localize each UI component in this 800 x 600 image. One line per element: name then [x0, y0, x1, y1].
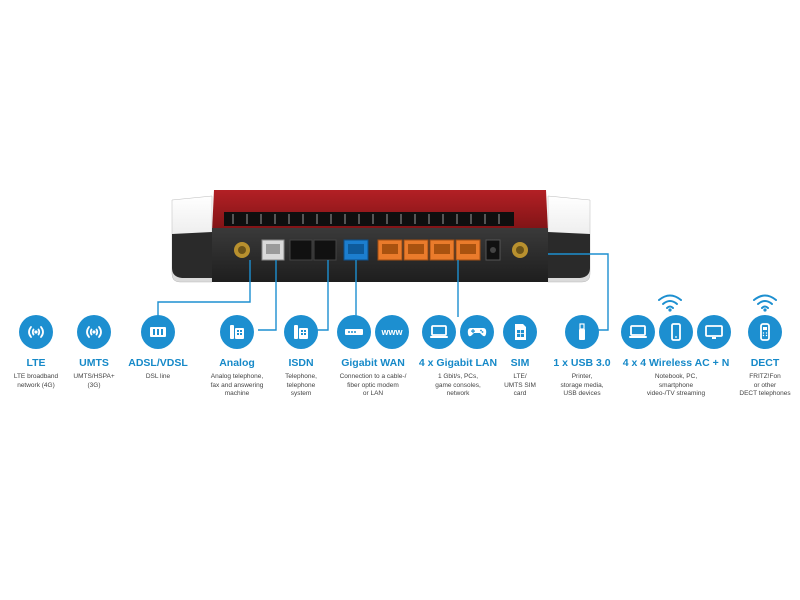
feature-analog: Analog Analog telephone, fax and answeri… [200, 315, 274, 399]
smartphone-icon [659, 315, 693, 349]
laptop-icon [422, 315, 456, 349]
feature-title: ISDN [288, 357, 314, 369]
signal-icon [77, 315, 111, 349]
wan-port [343, 239, 369, 261]
feature-sim: SIM LTE/ UMTS SIM card [498, 315, 542, 399]
feature-isdn: ISDN Telephone, telephone system [268, 315, 334, 399]
dsl-port [261, 239, 285, 261]
wifi-icon-wireless [656, 292, 684, 317]
www-icon: www [375, 315, 409, 349]
feature-wireless: 4 x 4 Wireless AC + N Notebook, PC, smar… [616, 315, 736, 399]
feature-description: Connection to a cable-/ fiber optic mode… [339, 373, 407, 397]
gamepad-icon [460, 315, 494, 349]
feature-title: SIM [510, 357, 530, 369]
feature-description: Printer, storage media, USB devices [560, 373, 604, 397]
router-body [171, 190, 591, 283]
feature-dsl: ADSL/VDSL DSL line [116, 315, 200, 382]
feature-description: LTE/ UMTS SIM card [504, 373, 536, 397]
feature-title: DECT [750, 357, 780, 369]
www-label: www [381, 327, 403, 337]
monitor-icon [697, 315, 731, 349]
feature-gigabit-wan: www Gigabit WAN Connection to a cable-/ … [330, 315, 416, 399]
antenna-connector-right [512, 242, 528, 258]
usb-stick-icon [565, 315, 599, 349]
phone-icon [284, 315, 318, 349]
feature-dect: DECT FRITZ!Fon or other DECT telephones [732, 315, 798, 399]
feature-lte: LTE LTE broadband network (4G) [0, 315, 72, 390]
feature-title: 4 x Gigabit LAN [418, 357, 498, 369]
feature-title: LTE [26, 357, 46, 369]
signal-icon [19, 315, 53, 349]
feature-umts: UMTS UMTS/HSPA+ (3G) [58, 315, 130, 390]
wifi-icon-dect [751, 292, 779, 317]
feature-description: 1 Gbit/s, PCs, game consoles, network [435, 373, 481, 397]
router-vents [224, 212, 514, 226]
dsl-port-icon [141, 315, 175, 349]
feature-title: 4 x 4 Wireless AC + N [622, 357, 730, 369]
feature-title: 1 x USB 3.0 [553, 357, 611, 369]
feature-usb: 1 x USB 3.0 Printer, storage media, USB … [542, 315, 622, 399]
cordless-phone-icon [748, 315, 782, 349]
feature-description: LTE broadband network (4G) [13, 373, 59, 389]
feature-title: ADSL/VDSL [128, 357, 188, 369]
power-socket [485, 239, 501, 261]
modem-icon [337, 315, 371, 349]
feature-title: UMTS [79, 357, 109, 369]
phone-ports [289, 239, 337, 261]
feature-description: Notebook, PC, smartphone video-/TV strea… [646, 373, 706, 397]
phone-icon [220, 315, 254, 349]
feature-gigabit-lan: 4 x Gigabit LAN 1 Gbit/s, PCs, game cons… [410, 315, 506, 399]
feature-title: Gigabit WAN [341, 357, 405, 369]
router-rear-view [171, 190, 591, 283]
feature-description: UMTS/HSPA+ (3G) [73, 373, 115, 389]
feature-description: Analog telephone, fax and answering mach… [210, 373, 264, 397]
feature-title: Analog [219, 357, 255, 369]
sim-card-icon [503, 315, 537, 349]
feature-description: Telephone, telephone system [285, 373, 317, 397]
feature-description: FRITZ!Fon or other DECT telephones [739, 373, 791, 397]
feature-description: DSL line [145, 373, 171, 380]
antenna-connector-left [234, 242, 250, 258]
laptop-icon [621, 315, 655, 349]
